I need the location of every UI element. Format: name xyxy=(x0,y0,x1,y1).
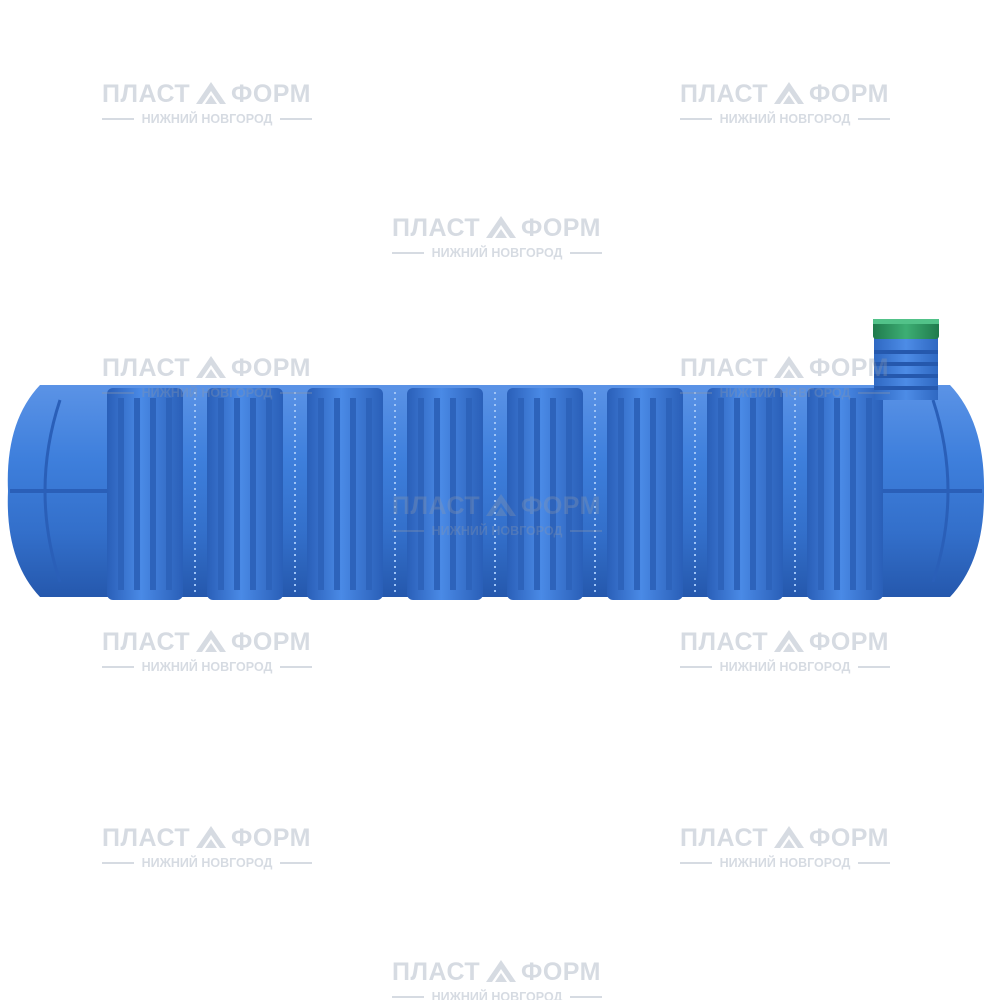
rib-stripe xyxy=(718,398,724,590)
rib-stripe xyxy=(418,398,424,590)
rib-stripe xyxy=(350,398,356,590)
rib-stripe xyxy=(750,398,756,590)
rib-stripe xyxy=(318,398,324,590)
rib-stripe xyxy=(834,398,840,590)
tank-rib xyxy=(207,388,283,600)
rib-stripe xyxy=(850,398,856,590)
rib-stripe xyxy=(150,398,156,590)
tank-ribs xyxy=(107,388,883,600)
tank-rib xyxy=(607,388,683,600)
tank-rib xyxy=(307,388,383,600)
rib-stripe xyxy=(534,398,540,590)
rib-stripe xyxy=(818,398,824,590)
rib-stripe xyxy=(734,398,740,590)
riser-lid xyxy=(873,319,939,339)
rib-stripe xyxy=(366,398,372,590)
rib-stripe xyxy=(634,398,640,590)
rib-stripe xyxy=(218,398,224,590)
rib-stripe xyxy=(434,398,440,590)
rib-stripe xyxy=(666,398,672,590)
rib-stripe xyxy=(650,398,656,590)
rib-stripe xyxy=(450,398,456,590)
rib-stripe xyxy=(234,398,240,590)
rib-stripe xyxy=(266,398,272,590)
rib-stripe xyxy=(134,398,140,590)
rib-stripe xyxy=(618,398,624,590)
rib-stripe xyxy=(250,398,256,590)
tank-rib xyxy=(407,388,483,600)
tank-rib xyxy=(107,388,183,600)
rib-stripe xyxy=(566,398,572,590)
rib-stripe xyxy=(866,398,872,590)
tank-rib xyxy=(507,388,583,600)
tank-rib xyxy=(707,388,783,600)
rib-stripe xyxy=(466,398,472,590)
tank-riser xyxy=(874,338,938,400)
rib-stripe xyxy=(166,398,172,590)
tank-rib xyxy=(807,388,883,600)
rib-stripe xyxy=(118,398,124,590)
rib-stripe xyxy=(518,398,524,590)
rib-stripe xyxy=(766,398,772,590)
rib-stripe xyxy=(550,398,556,590)
rib-stripe xyxy=(334,398,340,590)
